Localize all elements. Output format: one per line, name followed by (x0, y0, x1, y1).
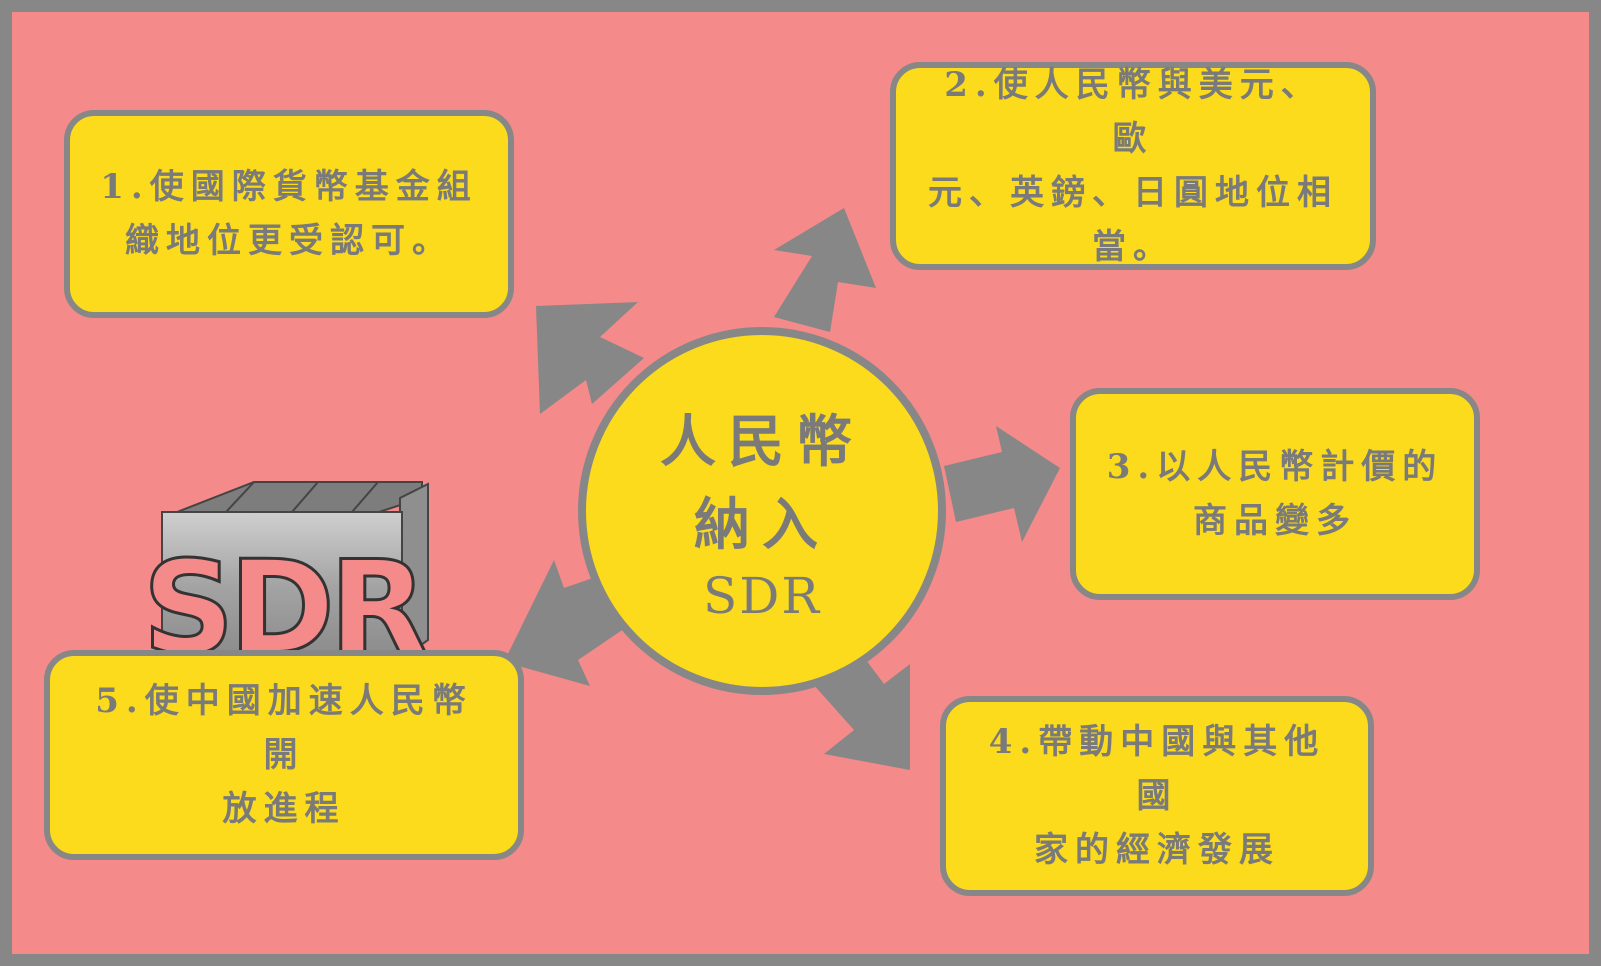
outcome-box-2-line-3: 當。 (1092, 227, 1174, 267)
center-line-1: 人民幣 (660, 409, 864, 475)
outcome-box-1-line-2: 織地位更受認可。 (125, 221, 453, 261)
outcome-box-4: 4.帶動中國與其他國 家的經濟發展 (940, 696, 1374, 896)
center-line-3: SDR (703, 567, 821, 625)
outcome-box-2: 2.使人民幣與美元、歐 元、英鎊、日圓地位相 當。 (890, 62, 1376, 270)
outcome-box-1: 1.使國際貨幣基金組 織地位更受認可。 (64, 110, 514, 318)
center-circle: 人民幣 納入 SDR (578, 327, 946, 695)
outcome-box-3-line-1: 3.以人民幣計價的 (1106, 447, 1444, 487)
outcome-box-5: 5.使中國加速人民幣開 放進程 (44, 650, 524, 860)
arrow-to-box-1 (536, 302, 644, 414)
outcome-box-5-line-1: 5.使中國加速人民幣開 (95, 681, 473, 775)
diagram-canvas: SDR 1.使國際貨幣基金組 織地位更受認可。 2.使人民幣與美元、歐 元、英鎊… (12, 12, 1589, 954)
outcome-box-5-line-2: 放進程 (222, 789, 346, 829)
outcome-box-3: 3.以人民幣計價的 商品變多 (1070, 388, 1480, 600)
arrow-to-box-2 (774, 208, 876, 332)
outcome-box-1-line-1: 1.使國際貨幣基金組 (100, 167, 478, 207)
outcome-box-2-line-2: 元、英鎊、日圓地位相 (928, 173, 1338, 213)
outcome-box-4-line-1: 4.帶動中國與其他國 (988, 722, 1326, 816)
outcome-box-2-line-1: 2.使人民幣與美元、歐 (944, 65, 1322, 159)
arrow-to-box-3 (944, 426, 1060, 542)
center-line-2: 納入 (694, 492, 830, 558)
outcome-box-3-line-2: 商品變多 (1193, 501, 1357, 541)
outcome-box-4-line-2: 家的經濟發展 (1034, 830, 1280, 870)
